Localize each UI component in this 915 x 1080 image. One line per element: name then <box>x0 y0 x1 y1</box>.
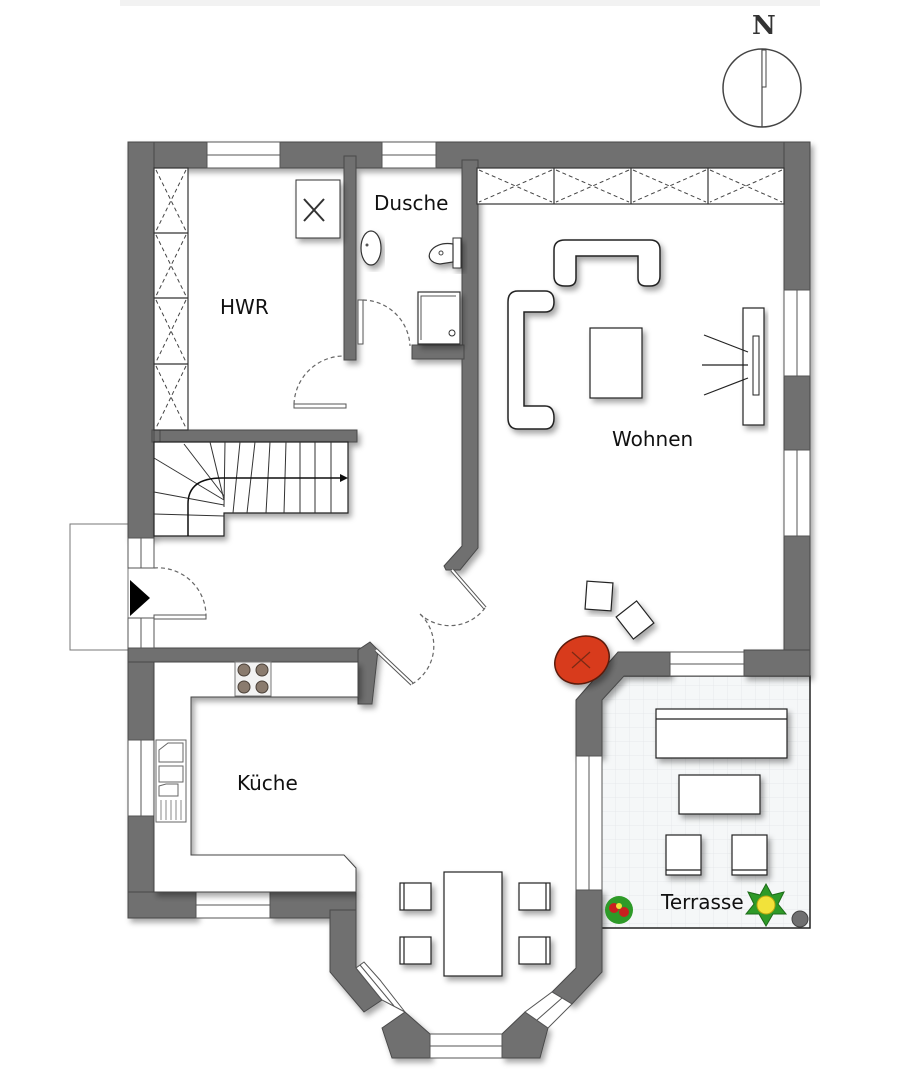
window-kitchen-south <box>195 891 271 919</box>
shower-tray-icon <box>417 291 461 345</box>
north-label: N <box>752 11 776 41</box>
windows <box>127 141 811 1059</box>
tv-unit <box>742 307 765 426</box>
terrace-bench <box>655 708 788 759</box>
room-label-dusche: Dusche <box>374 191 448 215</box>
wall-east-corner <box>743 649 811 677</box>
terrace-table <box>678 774 761 815</box>
wall-bay-right <box>551 889 603 1005</box>
walls <box>127 141 811 1059</box>
hwr-boiler <box>295 179 341 239</box>
window-dusche-north <box>381 141 437 169</box>
armchair-2 <box>615 600 655 640</box>
wall-kitchen-south-left <box>127 891 197 919</box>
window-entrance-1 <box>127 537 155 569</box>
room-label-terrasse: Terrasse <box>660 890 744 914</box>
window-bay-bottom <box>429 1033 503 1059</box>
stair-direction-arrow-icon <box>340 474 348 482</box>
sofa-left <box>507 290 555 430</box>
dining-table <box>443 871 503 977</box>
wall-hwr-bottom <box>151 429 358 443</box>
window-bay-right <box>524 991 573 1029</box>
plant-yellow-icon <box>744 882 788 927</box>
window-terrace-west <box>575 755 603 891</box>
compass-needle-icon <box>761 49 767 88</box>
wall-bay-left <box>329 909 383 1013</box>
wall-west-upper <box>127 141 155 539</box>
north-compass: N <box>722 11 802 128</box>
window-wohnen-south <box>669 651 745 677</box>
wall-dusche-wohnen <box>443 159 479 571</box>
room-label-wohnen: Wohnen <box>612 427 693 451</box>
entrance-arrow-icon <box>130 580 150 616</box>
room-label-kueche: Küche <box>237 771 298 795</box>
terrace-chair-1 <box>665 834 702 876</box>
cabinets-wohnen <box>476 167 785 205</box>
kitchen-counter <box>153 661 359 893</box>
stove-icon <box>234 661 272 697</box>
dining-chair-4 <box>518 936 551 965</box>
dining-chair-3 <box>518 882 551 911</box>
sofa-top <box>553 239 661 287</box>
dining-chair-1 <box>399 882 432 911</box>
wall-dusche-bottom <box>411 344 465 360</box>
door-wohnen[interactable] <box>419 568 487 627</box>
armchair-1 <box>584 580 614 612</box>
terrace-chair-2 <box>731 834 768 876</box>
room-label-hwr: HWR <box>220 295 269 319</box>
wall-east <box>783 141 811 677</box>
staircase <box>153 441 349 537</box>
plant-red-icon <box>605 896 633 924</box>
terrace-post <box>791 910 809 928</box>
wall-hwr-dusche <box>343 155 357 361</box>
door-entrance[interactable] <box>153 567 207 620</box>
coffee-table <box>589 327 643 399</box>
wall-kitchen-top <box>127 647 373 663</box>
cabinets-hwr <box>153 167 189 431</box>
window-kitchen-west <box>127 739 155 817</box>
kitchen-sink-icon <box>155 739 187 823</box>
dining-chair-2 <box>399 936 432 965</box>
tv-rays-icon <box>702 334 749 396</box>
fireplace-icon <box>554 635 610 685</box>
washbasin-icon <box>360 230 382 266</box>
window-wohnen-east-1 <box>783 289 811 377</box>
door-dusche[interactable] <box>357 299 411 347</box>
door-kitchen[interactable] <box>374 613 435 686</box>
window-entrance-2 <box>127 617 155 649</box>
entrance-porch <box>69 523 129 651</box>
wall-bay-bottom-left <box>381 1011 431 1059</box>
window-wohnen-east-2 <box>783 449 811 537</box>
door-hwr[interactable] <box>293 355 347 409</box>
window-hwr-north <box>206 141 281 169</box>
window-bay-left <box>355 961 406 1013</box>
top-shadow-strip <box>120 0 820 6</box>
toilet-icon <box>428 237 462 269</box>
